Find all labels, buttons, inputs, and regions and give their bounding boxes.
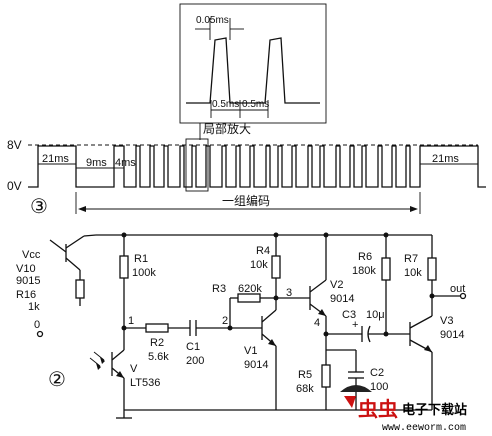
r1-resistor: [119, 255, 129, 279]
v10-part: 9015: [16, 275, 40, 287]
level-high-label: 8V: [7, 138, 22, 152]
zoom-waveform: [186, 37, 320, 104]
r3-name: R3: [212, 283, 226, 295]
c1-value: 200: [186, 355, 204, 367]
figure-2-label: ②: [48, 369, 66, 391]
watermark-logo: 虫虫: [358, 397, 398, 421]
r6-name: R6: [358, 251, 372, 263]
zoom-region-marker: [185, 138, 209, 192]
c1-name: C1: [186, 341, 200, 353]
seg-gap-label: 9ms: [86, 157, 107, 169]
r3-value: 620k: [238, 283, 262, 295]
photo-part: LT536: [130, 377, 160, 389]
watermark: 虫虫 电子下载站 www.eeworm.com: [340, 385, 467, 434]
ground-terminal-label: 0: [34, 319, 40, 331]
r16-name: R16: [16, 289, 36, 301]
r4-name: R4: [256, 245, 270, 257]
seg-start-label: 21ms: [42, 153, 69, 165]
c2-name: C2: [370, 367, 384, 379]
r1-value: 100k: [132, 267, 156, 279]
r7-name: R7: [404, 253, 418, 265]
node-4-label: 4: [314, 317, 320, 329]
r6-value: 180k: [352, 265, 376, 277]
v1-name: V1: [244, 345, 257, 357]
r7-resistor: [427, 257, 437, 281]
r7-value: 10k: [404, 267, 422, 279]
v2-name: V2: [330, 279, 343, 291]
node-1-label: 1: [128, 315, 134, 327]
v3-part: 9014: [440, 329, 464, 341]
vcc-label: Vcc: [22, 249, 41, 261]
output-label: out: [450, 283, 465, 295]
r2-name: R2: [150, 337, 164, 349]
waveform-figure: 0.05ms 0.5ms 0.5ms 局部放大 8V 0V 21ms 9ms 4…: [7, 3, 486, 218]
r5-name: R5: [298, 369, 312, 381]
v3-name: V3: [440, 315, 453, 327]
zoom-box: [179, 3, 327, 124]
zoom-pulse-width-label: 0.05ms: [196, 15, 229, 26]
c3-plus: +: [352, 319, 358, 331]
output-terminal: [459, 292, 467, 300]
v10-name: V10: [16, 263, 36, 275]
r5-resistor: [321, 364, 331, 388]
code-group-label: 一组编码: [222, 193, 270, 208]
r3-resistor: [237, 293, 261, 303]
r2-resistor: [145, 323, 169, 333]
seg-pulse-label: 4ms: [115, 157, 136, 169]
zoom-callout-label: 局部放大: [203, 121, 251, 136]
zoom-spacing-label-1: 0.5ms: [212, 99, 239, 110]
zoom-spacing-label-2: 0.5ms: [242, 99, 269, 110]
r2-value: 5.6k: [148, 351, 169, 363]
photo-name: V: [130, 363, 138, 375]
v1-part: 9014: [244, 359, 268, 371]
r4-resistor: [271, 255, 281, 279]
r1-name: R1: [134, 253, 148, 265]
c3-value: 10μ: [366, 309, 385, 321]
r6-resistor: [381, 257, 391, 281]
bug-logo-icon: [340, 385, 372, 392]
figure-3-label: ③: [30, 196, 48, 218]
watermark-site-name: 电子下载站: [402, 402, 467, 417]
amplifier-circuit: Vcc V10 9015 R16 1k 0 R1 100k 1: [16, 232, 467, 419]
r4-value: 10k: [250, 259, 268, 271]
c2-value: 100: [370, 381, 388, 393]
pulse-train: [28, 145, 486, 188]
level-low-label: 0V: [7, 179, 22, 193]
node-2-label: 2: [222, 315, 228, 327]
r16-value: 1k: [28, 301, 40, 313]
v2-part: 9014: [330, 293, 354, 305]
watermark-url: www.eeworm.com: [382, 423, 466, 434]
node-3-label: 3: [286, 287, 292, 299]
seg-end-label: 21ms: [432, 153, 459, 165]
r16-resistor: [75, 279, 85, 299]
c3-name: C3: [342, 309, 356, 321]
r5-value: 68k: [296, 383, 314, 395]
